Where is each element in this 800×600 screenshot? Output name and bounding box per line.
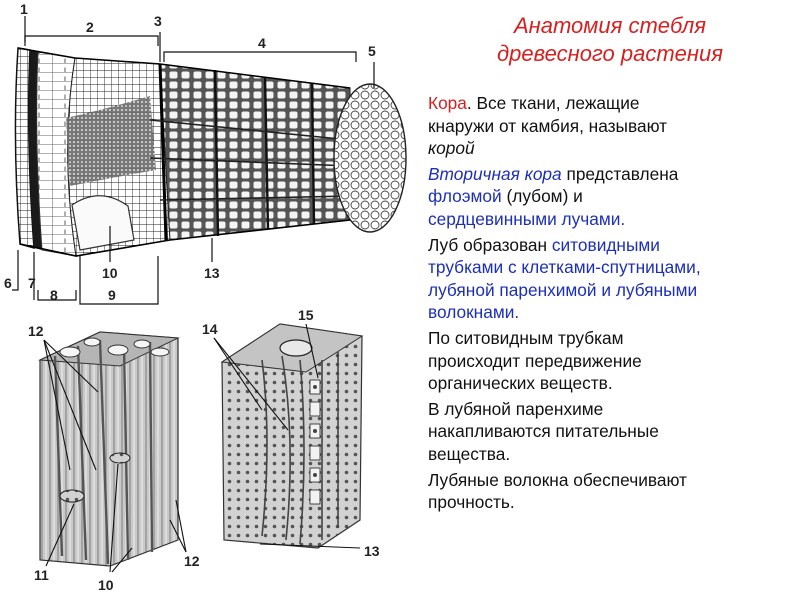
label-10: 10 — [102, 265, 118, 281]
parenchyma-function-line-1: В лубяной паренхиме — [428, 398, 604, 419]
title-line-2: древесного растения — [496, 41, 724, 66]
fiber-function-line-2: прочность. — [428, 492, 515, 513]
term-medullary-rays: сердцевинными лучами. — [428, 208, 626, 229]
stem-anatomy-figure: 1 2 3 4 5 6 7 8 9 10 13 12 11 10 12 — [4, 1, 407, 593]
paragraph-phloem-composition: Луб образован ситовидными трубками с кле… — [428, 234, 788, 324]
paragraph-fiber-function: Лубяные волокна обеспечивают прочность. — [428, 469, 788, 514]
top-diagram-leaders — [12, 16, 375, 305]
parenchyma-function-line-2: накапливаются питательные — [428, 421, 659, 442]
label-13-bottom: 13 — [364, 543, 380, 559]
text-body: Кора. Все ткани, лежащие кнаружи от камб… — [428, 92, 788, 517]
label-12-top: 12 — [28, 323, 44, 339]
term-bark: Кора — [428, 93, 467, 113]
paragraph-parenchyma-function: В лубяной паренхиме накапливаются питате… — [428, 398, 788, 466]
label-13: 13 — [204, 265, 220, 281]
fiber-function-line-1: Лубяные волокна обеспечивают — [428, 469, 687, 490]
term-phloem: флоэмой — [428, 186, 502, 207]
bottom-left-leaders — [43, 339, 187, 573]
label-4: 4 — [258, 35, 266, 51]
label-10-bottom: 10 — [98, 577, 114, 593]
title-line-1: Анатомия стебля — [513, 13, 707, 38]
paragraph-sieve-function: По ситовидным трубкам происходит передви… — [428, 327, 788, 395]
sieve-function-line-3: органических веществ. — [428, 373, 613, 394]
secondary-bark-text: представлена — [561, 163, 679, 184]
term-sieve: ситовидными — [551, 234, 660, 255]
label-3: 3 — [154, 13, 162, 29]
term-secondary-bark: Вторичная кора — [428, 163, 562, 184]
term-fibers: волокнами. — [428, 302, 520, 323]
phloem-composition-text: Луб образован — [428, 234, 552, 255]
label-15: 15 — [298, 307, 314, 323]
bark-text-2: кнаружи от камбия, называют — [428, 115, 668, 136]
paragraph-secondary-bark: Вторичная кора представлена флоэмой (луб… — [428, 163, 788, 231]
term-sieve-tubes: трубками с клетками-спутницами, — [428, 257, 701, 278]
label-11: 11 — [34, 567, 49, 583]
sieve-tube-block — [38, 331, 180, 567]
stem-cross-section — [14, 47, 407, 257]
term-bark-italic: корой — [428, 138, 475, 159]
phloem-text: (лубом) и — [501, 186, 583, 207]
sieve-function-line-1: По ситовидным трубкам — [428, 327, 624, 348]
label-8: 8 — [50, 287, 58, 303]
label-14: 14 — [202, 321, 218, 337]
label-12-bottom: 12 — [184, 553, 200, 569]
label-1: 1 — [20, 1, 28, 17]
paragraph-bark-definition: Кора. Все ткани, лежащие кнаружи от камб… — [428, 92, 788, 160]
label-2: 2 — [86, 19, 94, 35]
bark-text-1: . Все ткани, лежащие — [466, 93, 640, 113]
label-9: 9 — [108, 287, 116, 303]
bottom-right-leaders — [213, 323, 361, 549]
term-phloem-parenchyma: лубяной паренхимой и лубяными — [428, 279, 698, 300]
label-6: 6 — [4, 275, 12, 291]
phloem-parenchyma-block — [220, 323, 364, 549]
sieve-function-line-2: происходит передвижение — [428, 350, 642, 371]
label-7: 7 — [28, 275, 36, 291]
parenchyma-function-line-3: вещества. — [428, 443, 511, 464]
label-5: 5 — [368, 43, 376, 59]
page-title: Анатомия стебля древесного растения — [440, 12, 780, 68]
